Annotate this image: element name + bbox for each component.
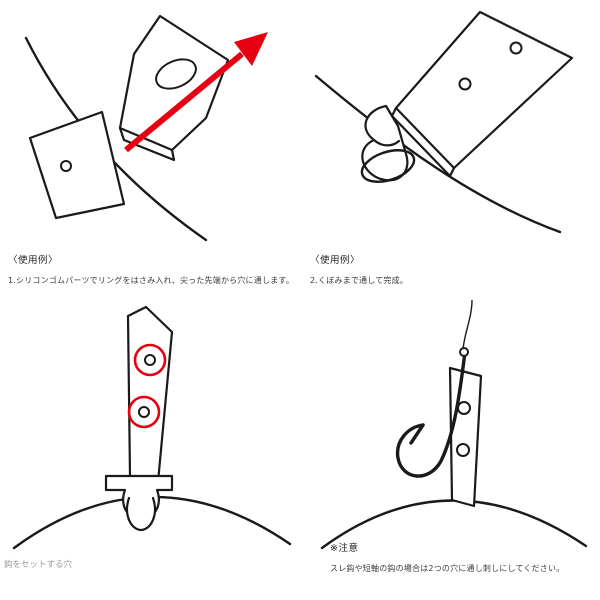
step1-heading: 〈使用例〉 xyxy=(8,255,59,266)
red-arrow-icon xyxy=(234,32,268,66)
tag-plate xyxy=(448,366,483,508)
tag-plate xyxy=(394,10,574,170)
wire-loop xyxy=(360,149,416,183)
plate-slot-hole xyxy=(155,58,197,90)
plate-hole-bottom xyxy=(458,77,472,91)
hook-eye xyxy=(459,347,469,357)
hole-highlight-top xyxy=(133,343,167,377)
plate-thickness-edge xyxy=(390,106,456,178)
red-arrow-shaft xyxy=(124,51,244,153)
plate-hole-top xyxy=(457,401,471,415)
hook-hole-top xyxy=(144,354,156,366)
ring-wire xyxy=(314,74,562,234)
panel-caution: ※注意 スレ鈎や短軸の鈎の場合は2つの穴に通し刺しにしてください。 xyxy=(300,300,600,600)
panel-hook-holes: 鈎をセットする穴 xyxy=(0,300,300,600)
hole-highlight-bottom xyxy=(127,395,161,429)
panel-step2: 〈使用例〉 2.くぼみまで通して完成。 xyxy=(300,0,600,300)
leader-line xyxy=(462,300,473,351)
plate-hole-top xyxy=(509,41,523,55)
hook-holes-illustration xyxy=(12,305,292,550)
step2-heading: 〈使用例〉 xyxy=(310,255,361,266)
plate-thickness-edge xyxy=(118,126,176,162)
tag-plate xyxy=(126,305,174,484)
caution-text: スレ鈎や短軸の鈎の場合は2つの穴に通し刺しにしてください。 xyxy=(330,564,565,573)
plate-hole-bottom xyxy=(456,443,470,457)
step1-text: 1.シリコンゴムパーツでリングをはさみ入れ、尖った先端から穴に通します。 xyxy=(8,276,294,285)
silicone-part xyxy=(361,104,409,182)
caution-illustration xyxy=(320,300,588,550)
step2-illustration xyxy=(314,10,574,234)
hook-hole-bottom xyxy=(138,406,150,418)
step2-caption: 〈使用例〉 2.くぼみまで通して完成。 xyxy=(310,252,408,286)
hook-point xyxy=(409,423,425,445)
caution-heading: ※注意 xyxy=(330,543,359,554)
hook-icon xyxy=(395,350,467,478)
silicone-part xyxy=(28,110,126,220)
caution-caption: ※注意 スレ鈎や短軸の鈎の場合は2つの穴に通し刺しにしてください。 xyxy=(330,540,564,574)
step1-caption: 〈使用例〉 1.シリコンゴムパーツでリングをはさみ入れ、尖った先端から穴に通しま… xyxy=(8,252,294,286)
hole-label: 鈎をセットする穴 xyxy=(4,560,73,570)
silicone-knob xyxy=(125,496,157,532)
step1-illustration xyxy=(24,14,268,242)
silicone-groove xyxy=(372,138,401,147)
step2-text: 2.くぼみまで通して完成。 xyxy=(310,276,408,285)
panel-step1: 〈使用例〉 1.シリコンゴムパーツでリングをはさみ入れ、尖った先端から穴に通しま… xyxy=(0,0,300,300)
flap-hole xyxy=(60,160,72,172)
